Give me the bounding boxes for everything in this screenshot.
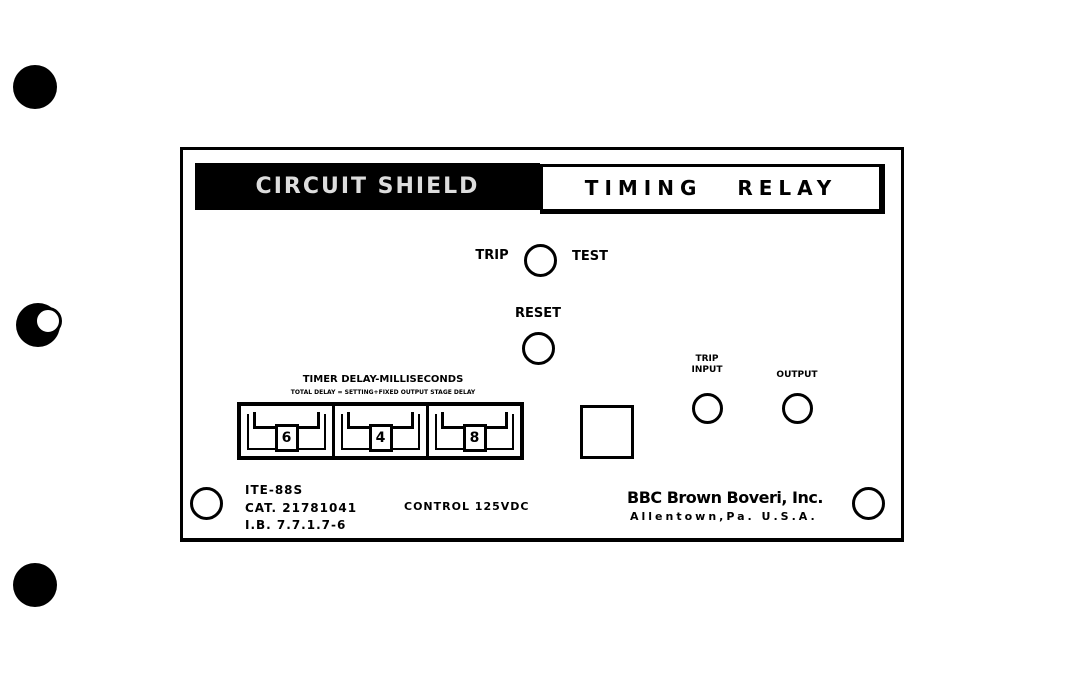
title: TIMING RELAY	[584, 176, 838, 200]
output-indicator	[782, 393, 813, 424]
output-label: OUTPUT	[776, 370, 818, 380]
title-box: TIMING RELAY	[540, 164, 885, 214]
brand-logo: CIRCUIT SHIELD	[195, 163, 540, 210]
catalog-number: CAT. 21781041	[245, 501, 358, 515]
model-number: ITE-88S	[245, 483, 304, 497]
test-label: TEST	[572, 249, 608, 264]
thumbwheel-digit-3[interactable]: 8	[429, 406, 520, 456]
digit-value: 4	[368, 424, 393, 452]
timer-title: TIMER DELAY-MILLISECONDS	[302, 374, 464, 385]
thumbwheel-digit-1[interactable]: 6	[241, 406, 335, 456]
timer-subtitle: TOTAL DELAY = SETTING+FIXED OUTPUT STAGE…	[290, 389, 476, 396]
manufacturer-location: Allentown,Pa. U.S.A.	[630, 510, 818, 523]
manufacturer-name: BBC Brown Boveri, Inc.	[627, 488, 823, 507]
trip-input-indicator	[692, 393, 723, 424]
control-voltage: CONTROL 125VDC	[404, 500, 530, 513]
relay-faceplate	[180, 147, 904, 542]
instruction-book: I.B. 7.7.1.7-6	[245, 518, 347, 532]
digit-value: 8	[462, 424, 487, 452]
brand-logo-text: CIRCUIT SHIELD	[255, 174, 480, 199]
digit-value: 6	[274, 424, 299, 452]
square-cutout	[580, 405, 634, 459]
trip-label: TRIP	[475, 248, 509, 263]
timer-thumbwheel-switch: 6 4 8	[237, 402, 524, 460]
mounting-hole-left	[190, 487, 223, 520]
binder-hole-top	[13, 65, 57, 109]
binder-hole-middle	[16, 303, 62, 347]
trip-test-button[interactable]	[524, 244, 557, 277]
reset-label: RESET	[514, 306, 562, 321]
thumbwheel-digit-2[interactable]: 4	[335, 406, 429, 456]
mounting-hole-right	[852, 487, 885, 520]
reset-button[interactable]	[522, 332, 555, 365]
binder-hole-bottom	[13, 563, 57, 607]
